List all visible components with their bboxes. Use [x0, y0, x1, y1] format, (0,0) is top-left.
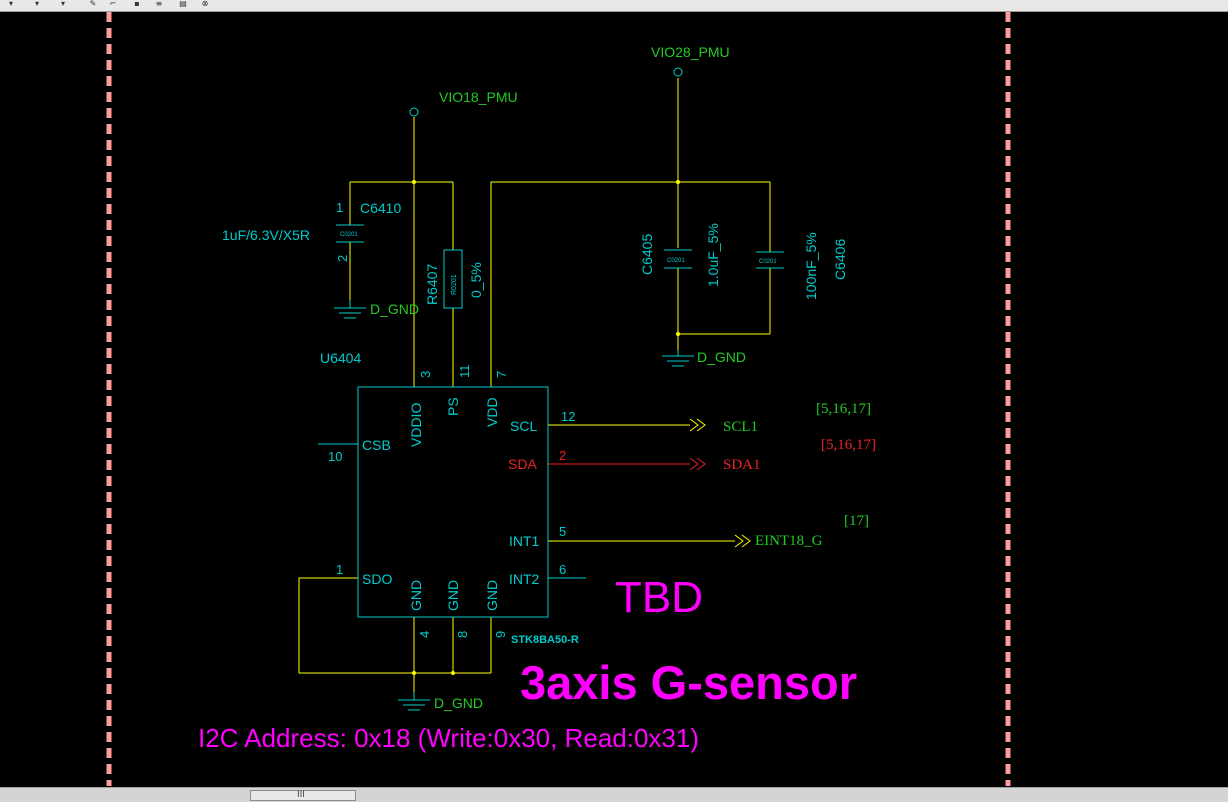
net-eint-ref: [17] [844, 513, 869, 529]
c6405-ref: C6405 [639, 234, 655, 275]
junctions [412, 180, 680, 675]
c6410-pin2: 2 [335, 255, 350, 262]
i2c-address-note: I2C Address: 0x18 (Write:0x30, Read:0x31… [198, 723, 699, 753]
schematic-canvas[interactable]: VIO28_PMU VIO18_PMU D_GND D_GND D_GND C6… [0, 12, 1228, 786]
pin-num-gnd1: 4 [417, 631, 432, 638]
label-icon[interactable]: ≡ [155, 0, 163, 8]
vio28-label: VIO28_PMU [651, 44, 730, 60]
net-scl1[interactable]: SCL1 [723, 419, 758, 435]
scrollbar-grip-icon[interactable]: III [297, 790, 305, 800]
pin-name-sdo: SDO [362, 571, 392, 587]
pin-num-gnd3: 9 [493, 631, 508, 638]
pin-num-csb: 10 [328, 449, 342, 464]
gnd-label-top-left: D_GND [370, 301, 419, 317]
tbd-note: TBD [615, 573, 703, 622]
c6406-symbol[interactable] [756, 251, 784, 269]
pin-num-int1: 5 [559, 524, 566, 539]
c6405-value: 1.0uF_5% [705, 223, 721, 287]
net-sda1[interactable]: SDA1 [723, 457, 761, 473]
pin-name-int1: INT1 [509, 533, 540, 549]
scl1-arrow-icon [689, 418, 706, 432]
pin-name-sda: SDA [508, 456, 537, 472]
pin-name-scl: SCL [510, 418, 537, 434]
bus-icon[interactable]: ⌐ [109, 0, 117, 8]
pin-name-gnd2: GND [445, 580, 461, 611]
eint-arrow-icon [734, 534, 751, 548]
r6407-package: R0201 [451, 274, 458, 295]
net-icon[interactable]: ✎ [89, 0, 97, 8]
toolbar: ▾ ▾ ▾ ✎ ⌐ ▪ ≡ ▤ ⊗ [0, 0, 1228, 12]
net-eint[interactable]: EINT18_G [755, 533, 823, 549]
pin-name-int2: INT2 [509, 571, 540, 587]
c6410-package: C0201 [340, 232, 358, 238]
r6407-ref: R6407 [424, 264, 440, 305]
pin-name-csb: CSB [362, 437, 391, 453]
net-scl1-ref: [5,16,17] [816, 401, 871, 417]
net-sda1-ref: [5,16,17] [821, 437, 876, 453]
c6410-value: 1uF/6.3V/X5R [222, 227, 310, 243]
ic-pin-stubs [318, 443, 586, 579]
ic-body[interactable] [357, 386, 549, 618]
wires [298, 78, 771, 692]
pin-num-sda: 2 [559, 448, 566, 463]
r6407-symbol[interactable] [443, 249, 463, 309]
sda1-arrow-icon [689, 457, 706, 471]
ground-icon [662, 350, 694, 367]
pin-num-int2: 6 [559, 562, 566, 577]
pin-name-gnd1: GND [408, 580, 424, 611]
vio28-port-icon[interactable] [673, 67, 683, 77]
gnd-label-bottom: D_GND [434, 695, 483, 711]
gnd-label-top-right: D_GND [697, 349, 746, 365]
c6406-ref: C6406 [832, 239, 848, 280]
ground-icon [398, 692, 430, 711]
pin-name-vddio: VDDIO [408, 403, 424, 447]
c6406-value: 100nF_5% [803, 232, 819, 300]
pin-num-scl: 12 [561, 409, 575, 424]
pin-num-vddio: 3 [418, 371, 433, 378]
grid-icon[interactable]: ▤ [179, 0, 187, 8]
pin-name-gnd3: GND [484, 580, 500, 611]
pin-name-vdd: VDD [484, 397, 500, 427]
pointer-icon[interactable]: ▾ [34, 0, 39, 8]
schematic-title: 3axis G-sensor [520, 656, 857, 709]
ground-icon [334, 300, 366, 319]
c6406-package: C0201 [759, 259, 777, 265]
c6410-ref: C6410 [360, 200, 401, 216]
horizontal-scrollbar[interactable]: III [250, 790, 356, 801]
c6410-symbol[interactable] [336, 224, 364, 243]
c6405-symbol[interactable] [664, 249, 692, 269]
status-bar: III [0, 787, 1228, 802]
vio18-port-icon[interactable] [409, 107, 419, 117]
c6405-package: C0201 [667, 258, 685, 264]
ic-part: STK8BA50-R [511, 634, 579, 646]
pin-num-ps: 11 [457, 365, 472, 379]
pin-num-sdo: 1 [336, 562, 343, 577]
vio18-label: VIO18_PMU [439, 89, 518, 105]
pin-icon[interactable]: ▾ [60, 0, 65, 8]
arrow-icon[interactable]: ▾ [8, 0, 13, 8]
r6407-value: 0_5% [468, 262, 484, 298]
ic-ref: U6404 [320, 350, 361, 366]
pin-num-vdd: 7 [494, 371, 509, 378]
no-connect-icon[interactable]: ⊗ [201, 0, 209, 8]
component-icon[interactable]: ▪ [134, 0, 140, 8]
pin-name-ps: PS [445, 397, 461, 416]
c6410-pin1: 1 [336, 200, 343, 215]
pin-num-gnd2: 8 [455, 631, 470, 638]
